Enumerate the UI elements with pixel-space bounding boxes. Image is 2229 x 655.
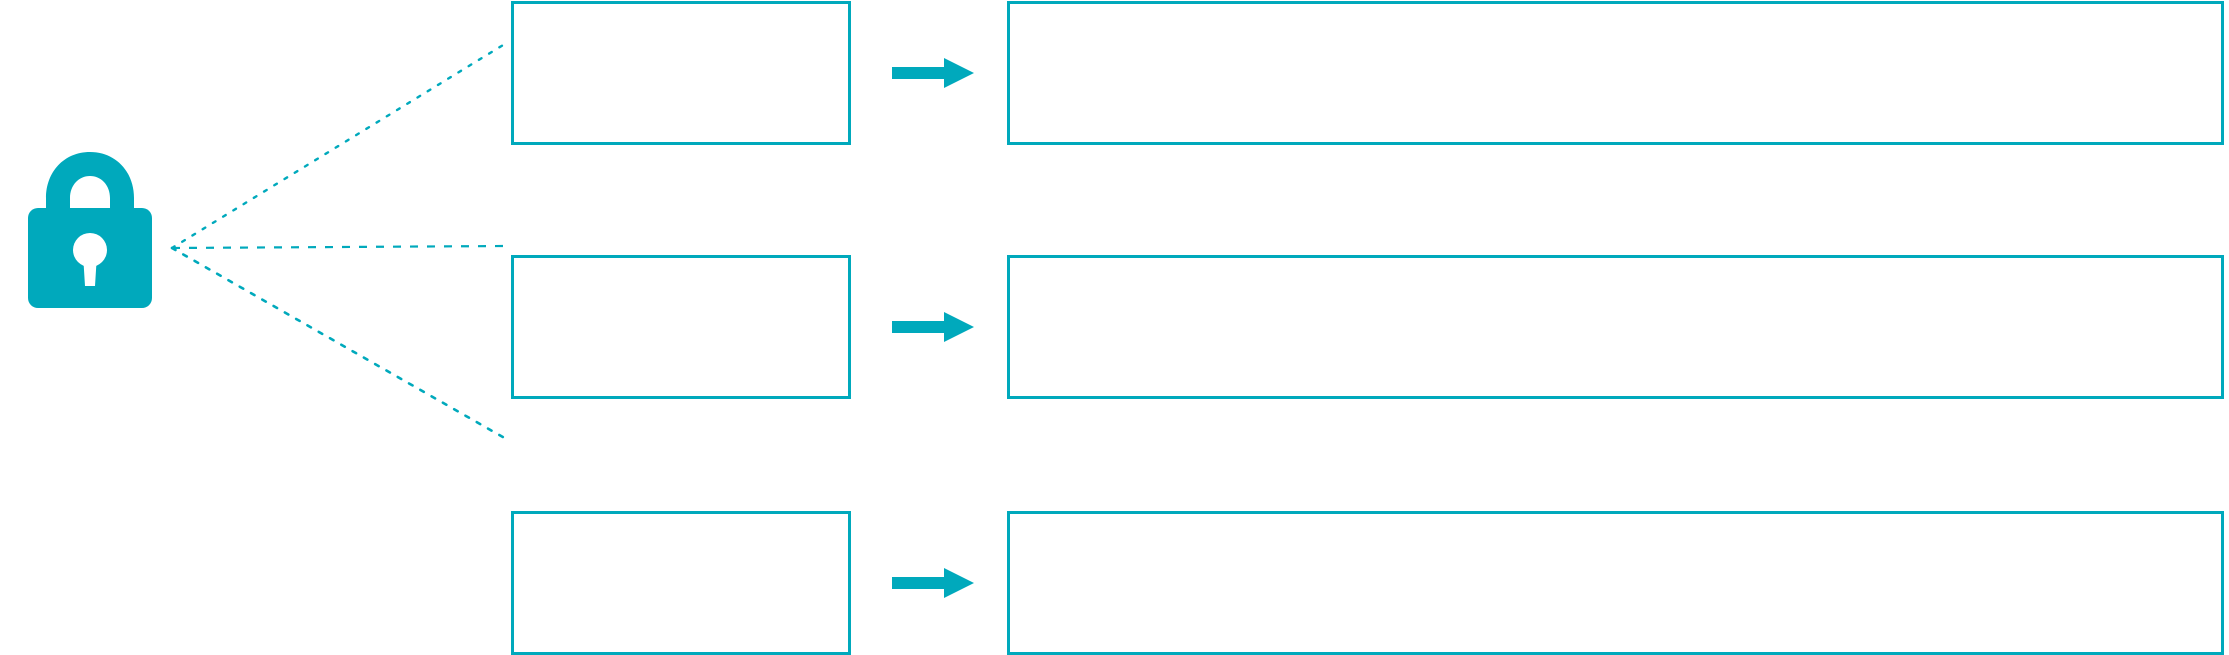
- input-box-row-2[interactable]: [511, 255, 851, 399]
- diagram-row-3: [0, 511, 2229, 655]
- input-box-row-2-label: [514, 258, 848, 278]
- diagram-row-1: [0, 1, 2229, 145]
- input-box-row-1-label: [514, 4, 848, 24]
- connector-line-row-2: [171, 244, 509, 250]
- arrow-right-icon-row-3: [892, 568, 974, 598]
- input-box-row-3-label: [514, 514, 848, 534]
- arrow-right-icon-row-2: [892, 312, 974, 342]
- input-box-row-3[interactable]: [511, 511, 851, 655]
- diagram-row-2: [0, 255, 2229, 399]
- output-box-row-3[interactable]: [1007, 511, 2224, 655]
- output-box-row-3-label: [1010, 514, 2221, 534]
- output-box-row-1[interactable]: [1007, 1, 2224, 145]
- output-box-row-1-label: [1010, 4, 2221, 24]
- output-box-row-2[interactable]: [1007, 255, 2224, 399]
- output-box-row-2-label: [1010, 258, 2221, 278]
- lock-icon: [26, 150, 154, 310]
- arrow-right-icon-row-1: [892, 58, 974, 88]
- input-box-row-1[interactable]: [511, 1, 851, 145]
